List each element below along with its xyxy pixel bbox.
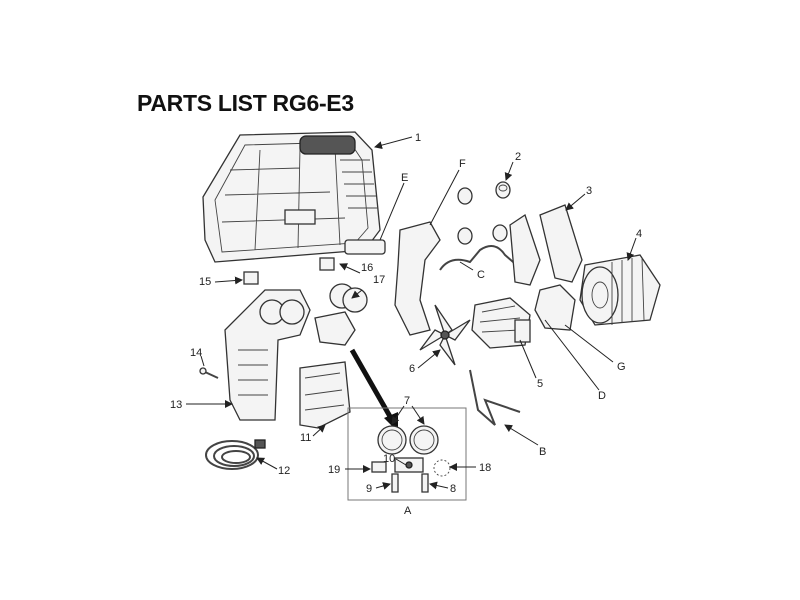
callout-3: 3 [586, 185, 592, 197]
assembly-arrow [349, 348, 395, 422]
part-c-tubing [439, 245, 521, 271]
part-b-tube [469, 369, 521, 426]
part-5-compressor [471, 297, 531, 349]
callout-7: 7 [404, 395, 410, 407]
part-4-motor [579, 254, 661, 326]
callout-13: 13 [170, 399, 182, 411]
callout-5: 5 [537, 378, 543, 390]
callout-b: B [539, 446, 546, 458]
callout-8: 8 [450, 483, 456, 495]
part-1-top-housing [202, 131, 386, 263]
callout-a: A [404, 505, 412, 517]
callout-g: G [617, 361, 626, 373]
part-12-power-cord [205, 439, 266, 470]
part-3-brackets [509, 204, 583, 286]
callout-9: 9 [366, 483, 372, 495]
part-17-gauges [314, 283, 368, 346]
part-f-fan-shroud [394, 221, 441, 336]
part-16-clip [319, 257, 335, 271]
leader-lines [186, 136, 637, 490]
callout-f: F [459, 158, 466, 170]
callout-10: 10 [383, 453, 395, 465]
part-g-motor-mount [534, 284, 576, 331]
callout-12: 12 [278, 465, 290, 477]
callout-15: 15 [199, 276, 211, 288]
callout-11: 11 [300, 432, 311, 444]
callout-4: 4 [636, 228, 642, 240]
callout-e: E [401, 172, 408, 184]
callout-c: C [477, 269, 485, 281]
part-2-grommets [457, 181, 511, 245]
callout-6: 6 [409, 363, 415, 375]
part-6-fan [419, 304, 471, 366]
part-14-screw [199, 367, 219, 379]
callout-2: 2 [515, 151, 521, 163]
callout-d: D [598, 390, 606, 402]
callout-19: 19 [328, 464, 340, 476]
callout-1: 1 [415, 132, 421, 144]
part-15-clip [243, 271, 259, 285]
callout-17: 17 [373, 274, 385, 286]
part-13-front-housing [224, 289, 311, 421]
part-a-manifold-assembly [347, 407, 467, 501]
parts-list-title: PARTS LIST RG6-E3 [137, 90, 354, 116]
callout-18: 18 [479, 462, 491, 474]
part-11-control-box [299, 361, 351, 429]
callout-16: 16 [361, 262, 373, 274]
callout-14: 14 [190, 347, 202, 359]
callout-labels: 1 2 3 4 5 6 7 8 9 10 11 12 13 14 15 16 1… [170, 132, 642, 517]
